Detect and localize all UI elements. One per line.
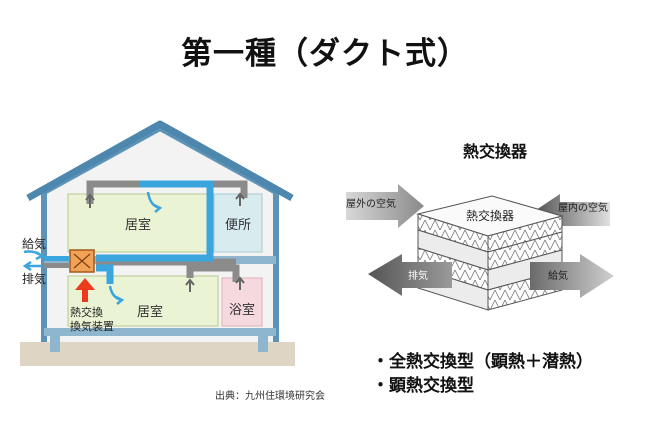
arrow-up-4: [235, 276, 245, 290]
label-room-upper-left: 居室: [125, 217, 151, 233]
label-room-upper-right: 便所: [225, 218, 251, 233]
arrow-up-1: [85, 193, 95, 208]
heat-exchanger-illustration: 屋外の空気 屋内の空気 熱交換器 排気 給気: [346, 184, 614, 311]
label-exchanger-core: 熱交換器: [466, 208, 514, 223]
label-supply-arrow: 給気: [548, 269, 568, 282]
arrow-supply-upper: [146, 191, 163, 213]
label-unit-line2: 換気装置: [70, 319, 114, 333]
arrow-up-2: [235, 192, 245, 206]
duct-outside-supply: [44, 256, 70, 261]
supply-arrow: [23, 250, 45, 261]
ground: [20, 342, 295, 366]
exhaust-arrow: [22, 260, 42, 272]
floor-slab: [44, 328, 276, 336]
label-outdoor-air: 屋外の空気: [346, 197, 396, 210]
house-illustration: 居室 便所 居室 浴室 給気 排気 熱交換 換気装置: [20, 120, 295, 366]
foundation-left: [50, 336, 60, 352]
label-indoor-air: 屋内の空気: [558, 201, 608, 214]
foundation-right: [258, 336, 268, 352]
arrow-exhaust: [368, 254, 452, 296]
label-supply: 給気: [22, 236, 46, 251]
label-room-lower-left: 居室: [137, 304, 163, 320]
list-item: ・全熱交換型（顕熱＋潜熱）: [372, 352, 593, 372]
room-lower-right: [221, 277, 263, 327]
arrow-supply: [530, 254, 614, 298]
list-item: ・顕熱交換型: [372, 376, 474, 396]
room-upper-right: [213, 193, 263, 253]
label-unit-line1: 熱交換: [70, 305, 103, 319]
roof: [26, 120, 294, 202]
label-room-lower-right: 浴室: [229, 302, 255, 318]
duct-outside-exhaust: [44, 263, 70, 268]
label-exhaust-arrow: 排気: [408, 269, 428, 282]
source-caption: 出典：九州住環境研究会: [215, 391, 325, 402]
exchanger-title: 熱交換器: [462, 142, 527, 161]
arrow-up-3: [185, 278, 195, 292]
page-title: 第一種（ダクト式）: [181, 36, 469, 72]
unit-cross: [73, 253, 91, 269]
arrow-outdoor-air: [346, 184, 424, 228]
exchanger-types-list: ・全熱交換型（顕熱＋潜熱） ・顕熱交換型: [372, 350, 593, 398]
unit-indicator-arrow: [75, 278, 95, 302]
duct-exhaust-lower: [186, 264, 240, 282]
duct-supply-lower: [96, 264, 114, 284]
duct-supply-upper: [96, 180, 214, 262]
arrow-supply-lower: [108, 285, 125, 305]
label-exhaust: 排気: [22, 271, 46, 286]
exchanger-core: [416, 195, 564, 311]
